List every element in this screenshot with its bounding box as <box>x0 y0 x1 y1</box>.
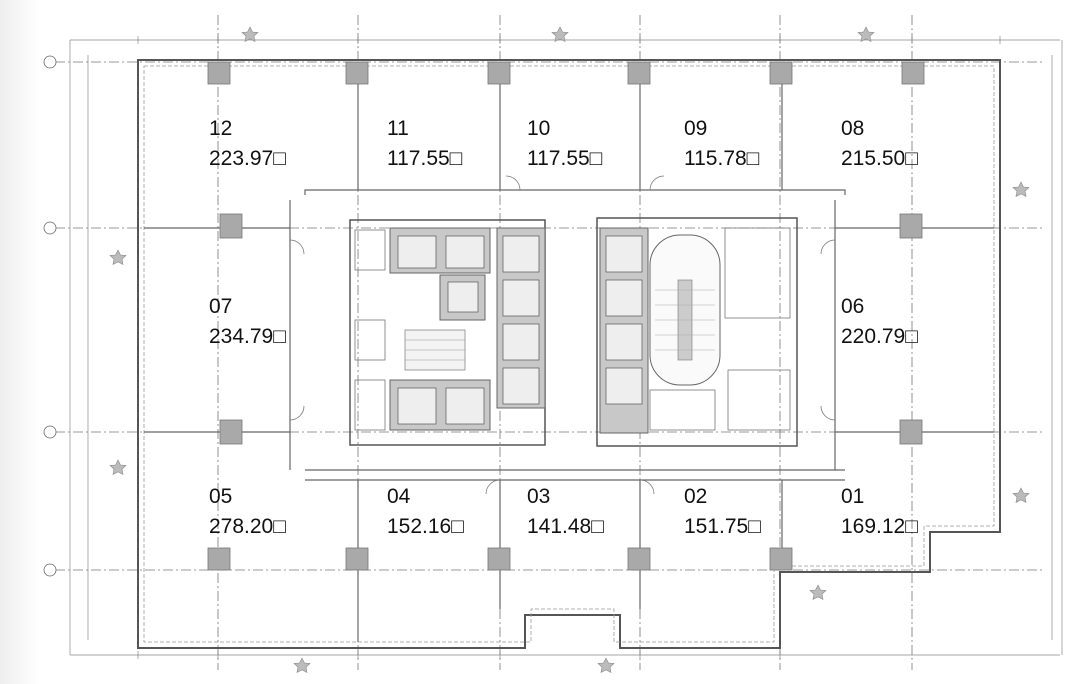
grid-bubbles <box>43 55 57 577</box>
unit-id: 02 <box>684 485 708 508</box>
unit-id: 01 <box>841 485 865 508</box>
star-marker <box>857 26 875 43</box>
building-inner-outline <box>143 65 995 643</box>
unit-label-08: 08 215.50□ <box>841 114 918 174</box>
star-marker <box>809 584 827 601</box>
unit-id: 05 <box>209 485 233 508</box>
unit-area: 141.48□ <box>527 515 604 538</box>
unit-id: 10 <box>527 117 551 140</box>
star-marker <box>241 26 259 43</box>
unit-id: 08 <box>841 117 865 140</box>
unit-label-02: 02 151.75□ <box>684 482 761 542</box>
unit-id: 12 <box>209 117 233 140</box>
unit-id: 07 <box>209 295 233 318</box>
grid-bubble-h <box>43 425 57 439</box>
left-margin-shade <box>0 0 40 684</box>
unit-area: 151.75□ <box>684 515 761 538</box>
unit-id: 03 <box>527 485 551 508</box>
survey-markers <box>109 26 1030 674</box>
unit-area: 117.55□ <box>387 147 463 170</box>
unit-label-04: 04 152.16□ <box>387 482 464 542</box>
star-marker <box>597 657 615 674</box>
structural-columns <box>207 61 925 571</box>
core-right <box>596 217 798 447</box>
unit-area: 117.55□ <box>527 147 603 170</box>
unit-id: 06 <box>841 295 865 318</box>
star-marker <box>1012 181 1030 198</box>
grid-bubble-m <box>43 55 57 69</box>
unit-area: 223.97□ <box>209 147 286 170</box>
unit-label-05: 05 278.20□ <box>209 482 286 542</box>
unit-area: 152.16□ <box>387 515 464 538</box>
star-marker <box>109 249 127 266</box>
unit-label-07: 07 234.79□ <box>209 292 286 352</box>
unit-id: 09 <box>684 117 708 140</box>
corridor-walls <box>289 189 846 481</box>
unit-area: 169.12□ <box>841 515 918 538</box>
unit-label-01: 01 169.12□ <box>841 482 918 542</box>
star-marker <box>551 26 569 43</box>
unit-label-09: 09 115.78□ <box>684 114 759 174</box>
unit-label-12: 12 223.97□ <box>209 114 286 174</box>
unit-label-03: 03 141.48□ <box>527 482 604 542</box>
unit-label-10: 10 117.55□ <box>527 114 602 174</box>
core-left <box>349 219 546 446</box>
star-marker <box>109 459 127 476</box>
unit-area: 278.20□ <box>209 515 286 538</box>
unit-area: 234.79□ <box>209 325 286 348</box>
grid-bubble-k <box>43 221 57 235</box>
unit-area: 220.79□ <box>841 325 918 348</box>
grid-bubble-f <box>43 563 57 577</box>
unit-label-06: 06 220.79□ <box>841 292 918 352</box>
star-marker <box>293 657 311 674</box>
unit-id: 11 <box>387 117 409 140</box>
building-outline <box>137 59 1001 649</box>
unit-area: 215.50□ <box>841 147 918 170</box>
dimension-ticks <box>137 36 1001 659</box>
unit-id: 04 <box>387 485 411 508</box>
door-swings <box>289 175 836 495</box>
unit-label-11: 11 117.55□ <box>387 114 462 174</box>
star-marker <box>1012 487 1030 504</box>
unit-area: 115.78□ <box>684 147 760 170</box>
